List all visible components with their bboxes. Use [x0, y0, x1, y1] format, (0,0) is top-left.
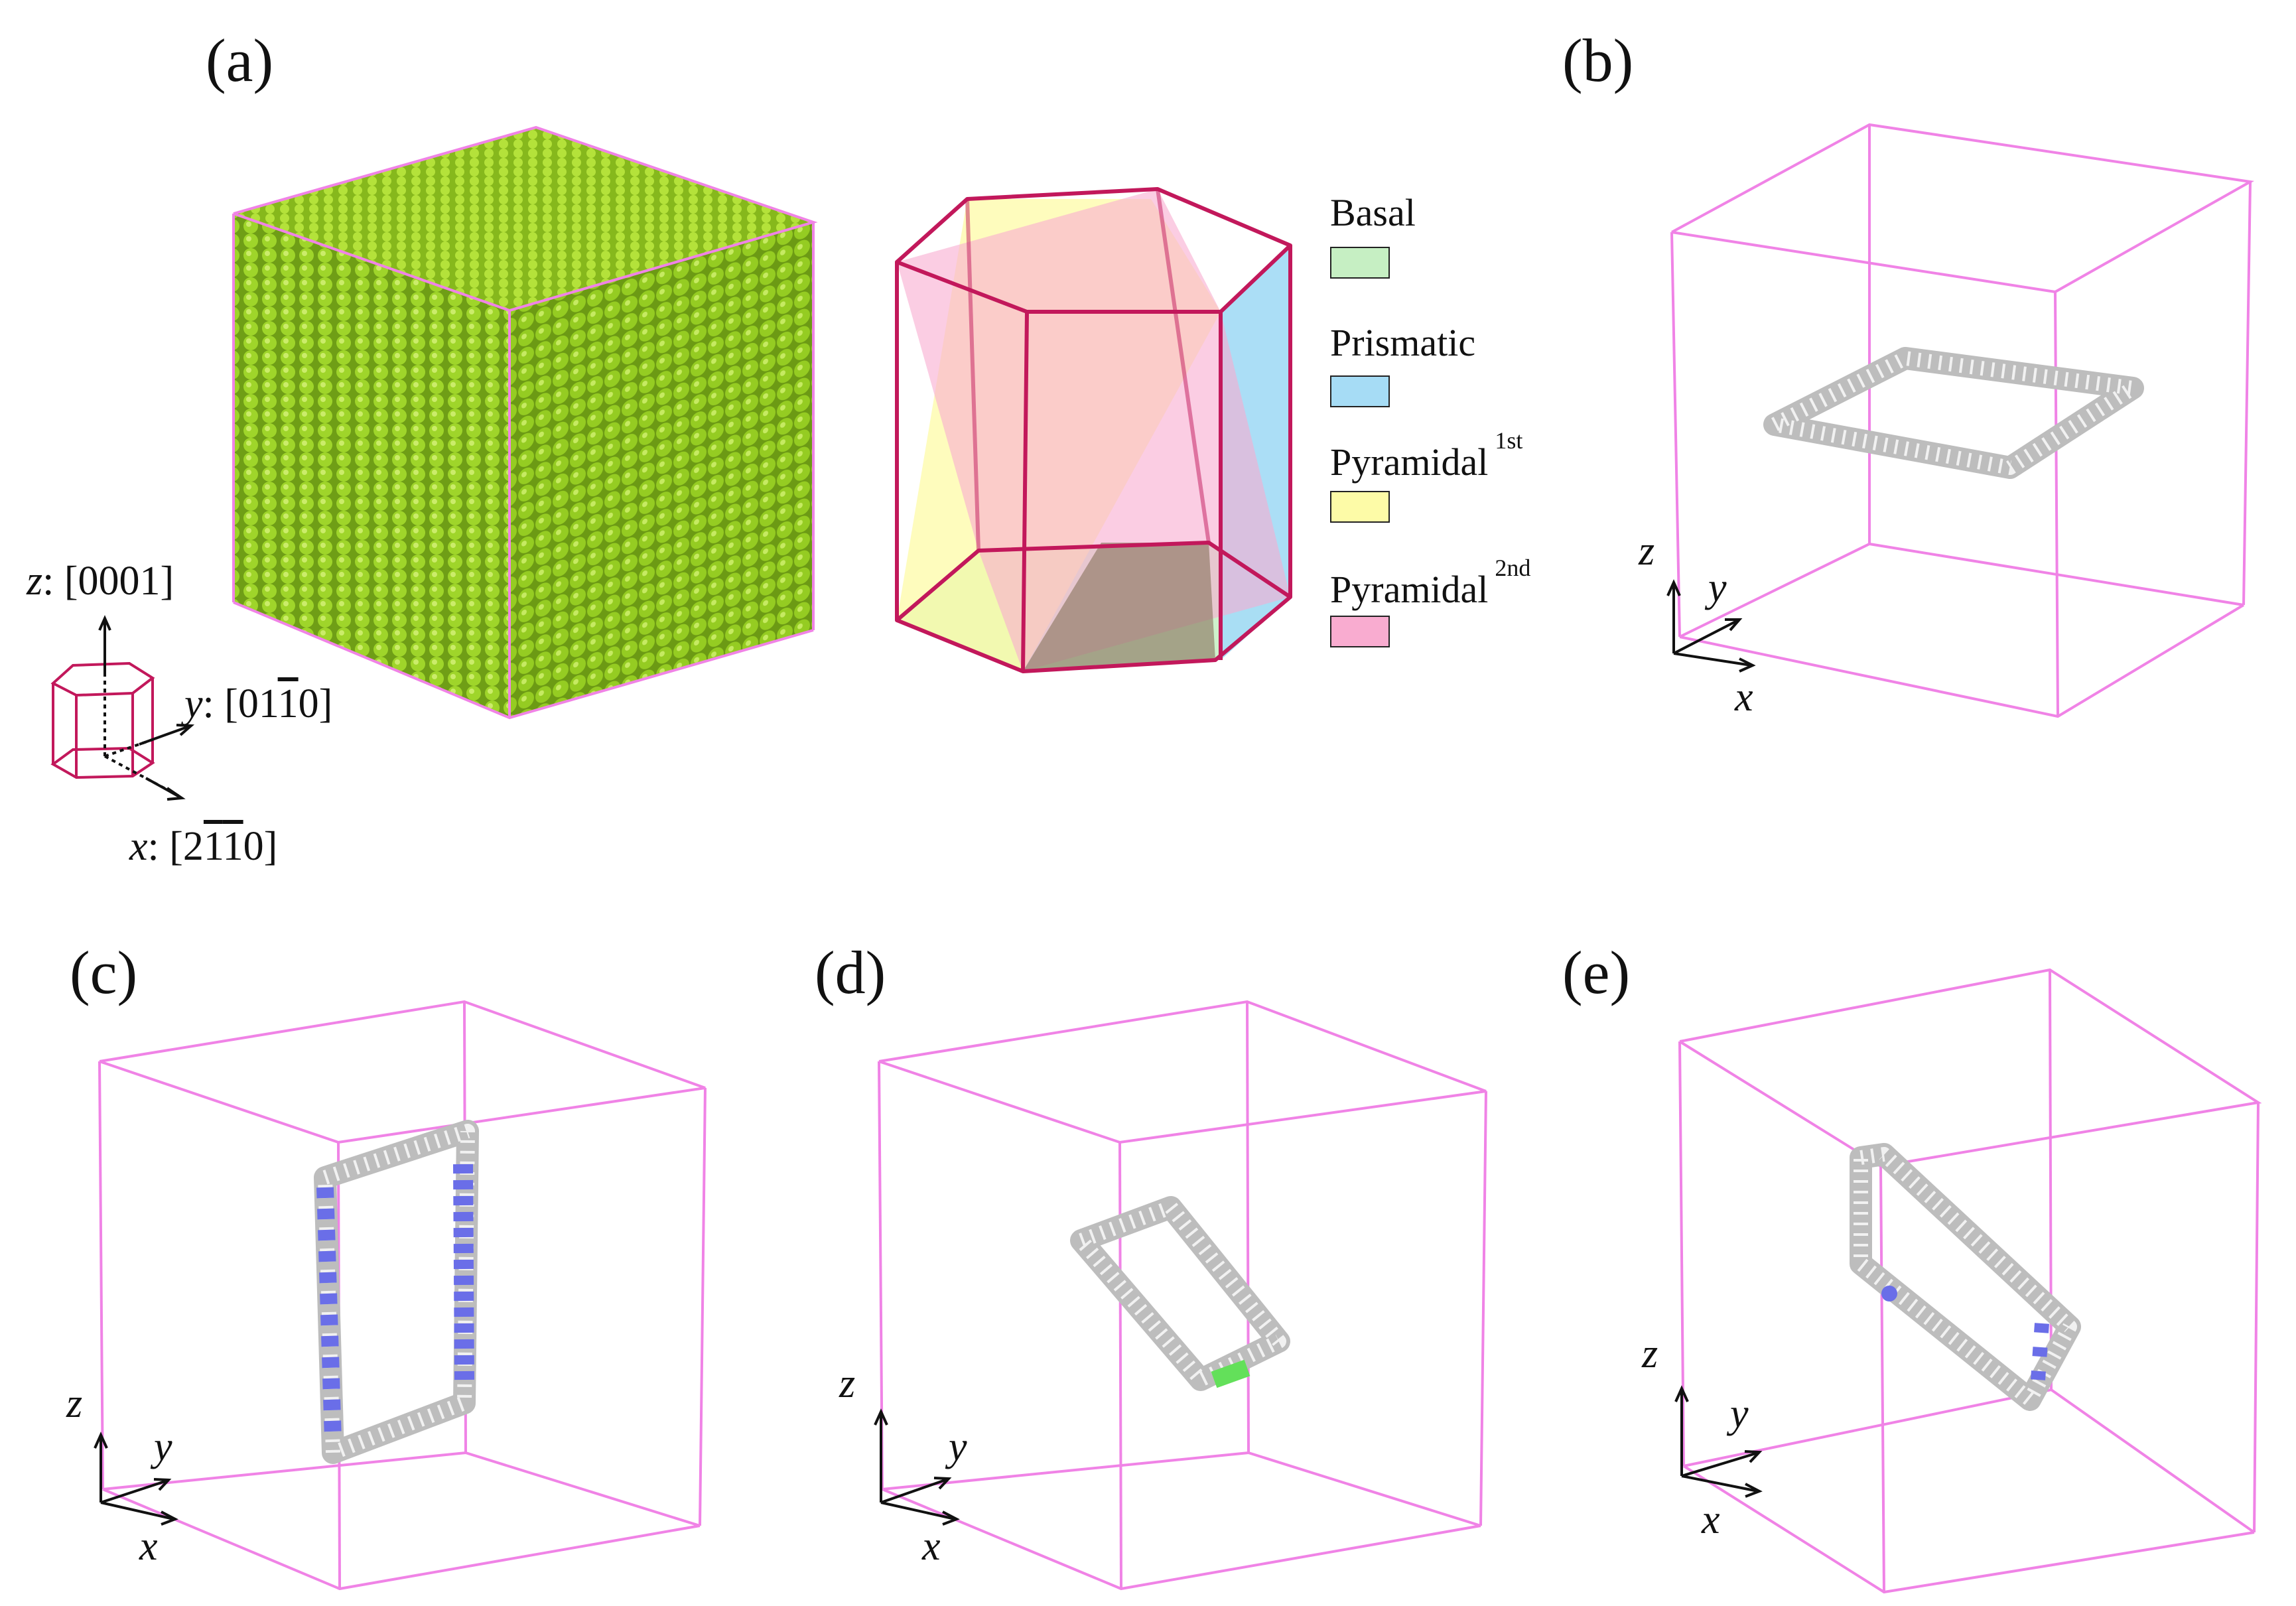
triad-b-x: x: [1735, 675, 1753, 720]
legend-basal-swatch: [1330, 247, 1390, 279]
triad-c-y: y: [154, 1424, 172, 1469]
triad-c-z: z: [66, 1381, 83, 1426]
hcp-orientation-icon: [50, 615, 195, 801]
axis-triad-c: [94, 1432, 178, 1526]
triad-b-y: y: [1708, 565, 1727, 610]
legend-prismatic-swatch: [1330, 375, 1390, 407]
panel-label-d: (d): [815, 939, 886, 1006]
panel-label-e: (e): [1562, 939, 1631, 1006]
legend-prismatic-label: Prismatic: [1330, 321, 1476, 364]
triad-d-y: y: [949, 1424, 967, 1469]
dislocation-loop-d: [1070, 1196, 1290, 1391]
z-axis-label: z: [0001]: [27, 559, 174, 604]
triad-e-x: x: [1702, 1497, 1720, 1542]
triad-d-x: x: [922, 1524, 941, 1569]
hcp-slip-planes: [895, 187, 1292, 673]
y-axis-label: y: [0110]: [184, 681, 333, 726]
x-axis-label: x: [2110]: [129, 824, 278, 869]
crystal-block: [232, 125, 818, 720]
dislocation-loop-e: [1850, 1143, 2081, 1411]
axis-triad-d: [874, 1408, 960, 1526]
dislocation-loop-c: [314, 1120, 479, 1464]
legend-pyramidal-1st-swatch: [1330, 491, 1390, 523]
triad-c-x: x: [139, 1524, 158, 1569]
panel-label-a: (a): [206, 27, 274, 94]
axis-triad-e: [1674, 1385, 1763, 1498]
triad-b-z: z: [1639, 529, 1655, 574]
dislocation-loop-b: [1763, 347, 2144, 479]
panel-label-c: (c): [70, 939, 138, 1006]
legend-pyramidal-2nd-swatch: [1330, 616, 1390, 647]
simulation-box-b: [1670, 123, 2255, 718]
panel-label-b: (b): [1562, 27, 1634, 94]
simulation-box-d: [878, 1000, 1487, 1591]
triad-d-z: z: [839, 1361, 856, 1406]
triad-e-z: z: [1642, 1331, 1658, 1376]
legend-basal-label: Basal: [1330, 191, 1416, 234]
simulation-box-c: [98, 1000, 707, 1591]
triad-e-y: y: [1730, 1391, 1749, 1436]
axis-triad-b: [1666, 579, 1756, 673]
simulation-box-e: [1678, 968, 2262, 1594]
